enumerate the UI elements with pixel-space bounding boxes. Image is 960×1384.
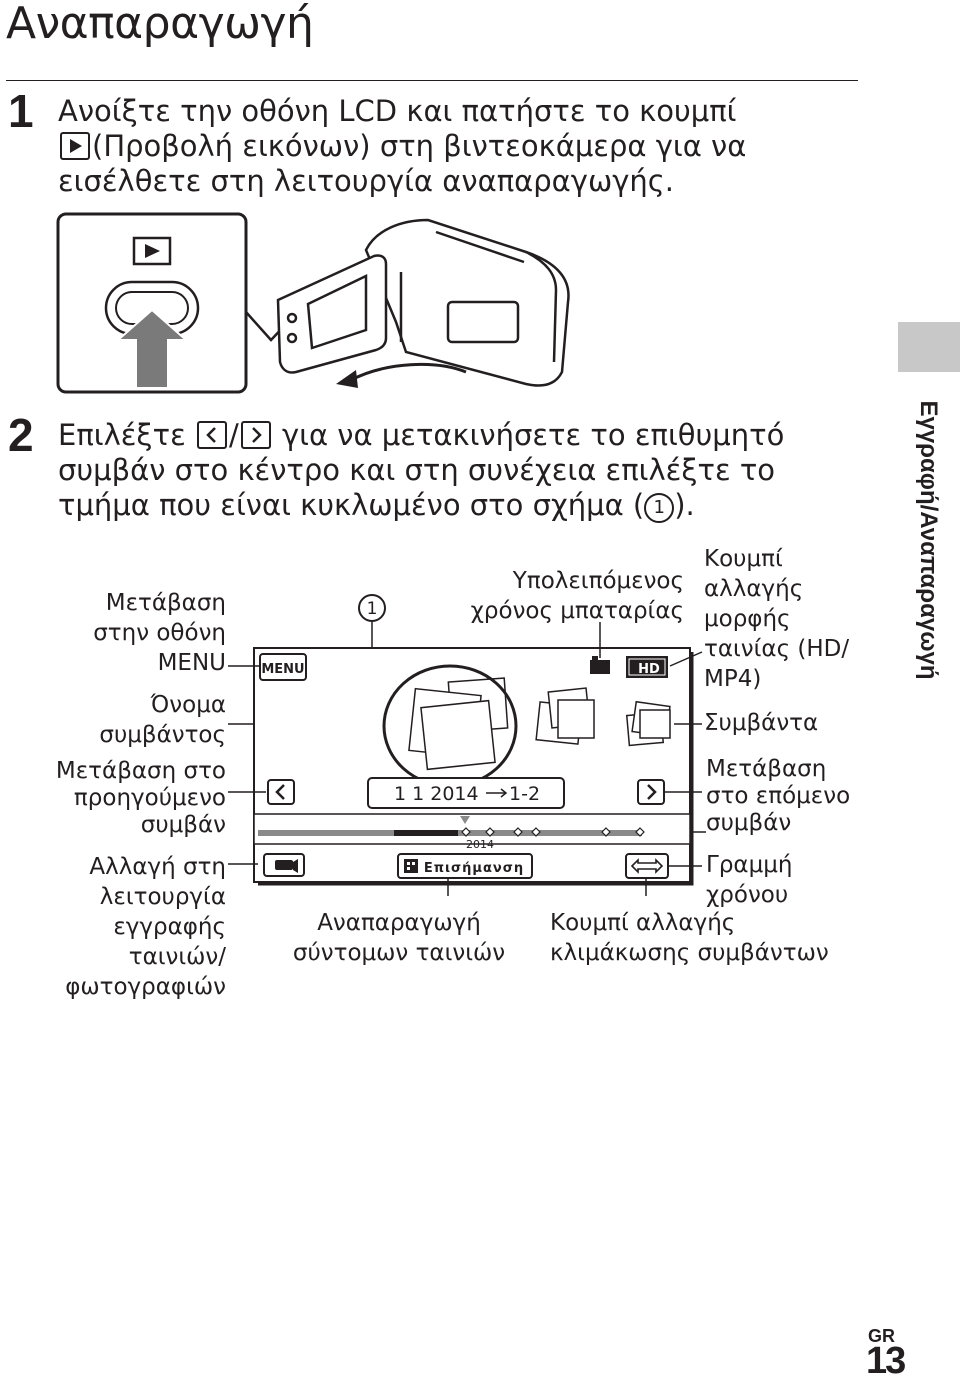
event-name-box	[367, 777, 565, 809]
rotate-arrow	[350, 362, 467, 382]
label-line: Υπολειπόμενος	[512, 568, 684, 594]
press-arrow-icon	[115, 308, 189, 389]
label-line: Μετάβαση στο	[55, 758, 226, 784]
step-1-text: Ανοίξτε την οθόνη LCD και πατήστε το κου…	[58, 94, 746, 199]
page-title: Αναπαραγωγή	[6, 0, 314, 49]
chevron-left-icon	[196, 421, 227, 449]
step-2-separator: /	[228, 418, 239, 452]
zoom-scale-icon	[630, 858, 664, 874]
page-number: 13	[866, 1340, 906, 1382]
step-2-number: 2	[8, 409, 34, 461]
callout-1-text: 1	[367, 599, 378, 619]
timeline-bar[interactable]	[253, 813, 691, 845]
play-triangle	[145, 244, 160, 258]
battery-icon	[590, 660, 610, 674]
previous-event-button[interactable]	[267, 779, 295, 805]
label-battery-time: Υπολειπόμενος χρόνος μπαταρίας	[471, 566, 684, 626]
step-1-line-1: Ανοίξτε την οθόνη LCD και πατήστε το κου…	[58, 94, 737, 128]
menu-button[interactable]	[259, 653, 307, 681]
step-2-line-1-b: για να μετακινήσετε το επιθυμητό	[281, 418, 785, 452]
step-1-line-2: (Προβολή εικόνων) στη βιντεοκάμερα για ν…	[58, 129, 746, 164]
timeline-markers	[461, 827, 645, 837]
section-tab-marker	[898, 322, 960, 372]
label-line: στο επόμενο	[706, 783, 851, 809]
event-date-end: 1-2	[509, 783, 540, 805]
circled-number-1: 1	[644, 493, 675, 523]
event-date-start: 1 1 2014	[394, 783, 479, 805]
camcorder	[276, 218, 570, 387]
camera-mode-icon	[275, 860, 293, 870]
label-line: Γραμμή	[706, 852, 793, 878]
next-event-thumbnails[interactable]	[535, 687, 671, 747]
label-line: Όνομα	[150, 692, 226, 718]
label-line: Συμβάντα	[704, 710, 819, 736]
label-line: ταινιών/	[128, 944, 226, 970]
label-event-name: Όνομα συμβάντος	[99, 690, 226, 750]
event-view-screen: 1 MENU HD 1 1 2014	[228, 594, 706, 896]
next-event-button[interactable]	[637, 779, 665, 805]
camcorder-illustration	[56, 212, 570, 394]
menu-button-label: MENU	[261, 662, 304, 677]
label-line: προηγούμενο	[73, 785, 226, 811]
step-2-line-3: τμήμα που είναι κυκλωμένο στο σχήμα (1).	[58, 488, 784, 523]
label-record-mode: Αλλαγή στη λειτουργία εγγραφής ταινιών/ …	[65, 852, 226, 1002]
label-line: Μετάβαση	[706, 756, 827, 782]
label-line: χρόνου	[706, 882, 789, 908]
label-line: μορφής	[704, 606, 791, 632]
chevron-right-icon	[240, 421, 271, 449]
label-line: χρόνος μπαταρίας	[470, 598, 684, 624]
label-previous-event: Μετάβαση στο προηγούμενο συμβάν	[56, 758, 226, 839]
label-line: στην οθόνη	[93, 620, 226, 646]
format-badge[interactable]	[626, 656, 668, 678]
label-line: συμβάντος	[99, 722, 226, 748]
step-2-text: Επιλέξτε / για να μετακινήσετε το επιθυμ…	[58, 418, 784, 523]
label-line: MENU	[157, 650, 226, 676]
label-line: αλλαγής	[704, 576, 804, 602]
step-1-line-2-text: (Προβολή εικόνων) στη βιντεοκάμερα για ν…	[92, 129, 747, 163]
arrow-icon	[336, 370, 358, 388]
label-format-button: Κουμπί αλλαγής μορφής ταινίας (HD/ MP4)	[704, 544, 849, 694]
step-2-line-1: Επιλέξτε / για να μετακινήσετε το επιθυμ…	[58, 418, 784, 453]
step-2-line-3-text: τμήμα που είναι κυκλωμένο στο σχήμα (	[58, 488, 645, 522]
label-line: Μετάβαση	[105, 590, 226, 616]
chevron-right-icon	[647, 784, 657, 800]
label-line: Αλλαγή στη	[89, 854, 226, 880]
label-line: Κουμπί αλλαγής	[550, 910, 736, 936]
highlight-icon	[404, 859, 418, 873]
chevron-left-icon	[275, 784, 285, 800]
label-line: λειτουργία	[99, 884, 226, 910]
step-2-line-3-end: ).	[674, 488, 695, 522]
step-1-number: 1	[8, 85, 34, 137]
label-events: Συμβάντα	[704, 708, 818, 738]
timeline-year: 2014	[466, 838, 494, 851]
title-divider	[6, 80, 858, 81]
label-line: Κουμπί	[704, 546, 783, 572]
section-tab-label: Εγγραφή/Αναπαραγωγή	[915, 400, 942, 680]
play-icon	[60, 132, 90, 160]
label-timeline: Γραμμή χρόνου	[706, 850, 792, 910]
highlight-button-label: Επισήμανση	[424, 861, 524, 876]
label-line: συμβάν	[140, 812, 226, 838]
format-badge-label: HD	[638, 662, 660, 677]
label-highlight-playback: Αναπαραγωγή σύντομων ταινιών	[292, 908, 506, 968]
timeline-cursor	[460, 816, 470, 824]
arrow-icon	[486, 788, 508, 798]
label-line: Αναπαραγωγή	[317, 910, 481, 936]
label-menu-screen: Μετάβαση στην οθόνη MENU	[93, 588, 226, 678]
step-1-line-3: εισέλθετε στη λειτουργία αναπαραγωγής.	[58, 164, 675, 198]
label-line: εγγραφής	[113, 914, 226, 940]
label-line: MP4)	[704, 666, 762, 692]
label-line: φωτογραφιών	[65, 974, 226, 1000]
step-2-line-1-a: Επιλέξτε	[58, 418, 186, 452]
label-line: σύντομων ταινιών	[292, 940, 506, 966]
label-line: ταινίας (HD/	[704, 636, 850, 662]
label-next-event: Μετάβαση στο επόμενο συμβάν	[706, 756, 850, 837]
label-scale-button: Κουμπί αλλαγής κλιμάκωσης συμβάντων	[550, 908, 829, 968]
step-2-line-2: συμβάν στο κέντρο και στη συνέχεια επιλέ…	[58, 453, 776, 487]
label-line: συμβάν	[706, 810, 792, 836]
center-event-thumbnails[interactable]	[408, 677, 509, 771]
highlight-button[interactable]	[397, 853, 533, 879]
label-line: κλιμάκωσης συμβάντων	[550, 940, 829, 966]
region-code: GR	[868, 1326, 895, 1346]
